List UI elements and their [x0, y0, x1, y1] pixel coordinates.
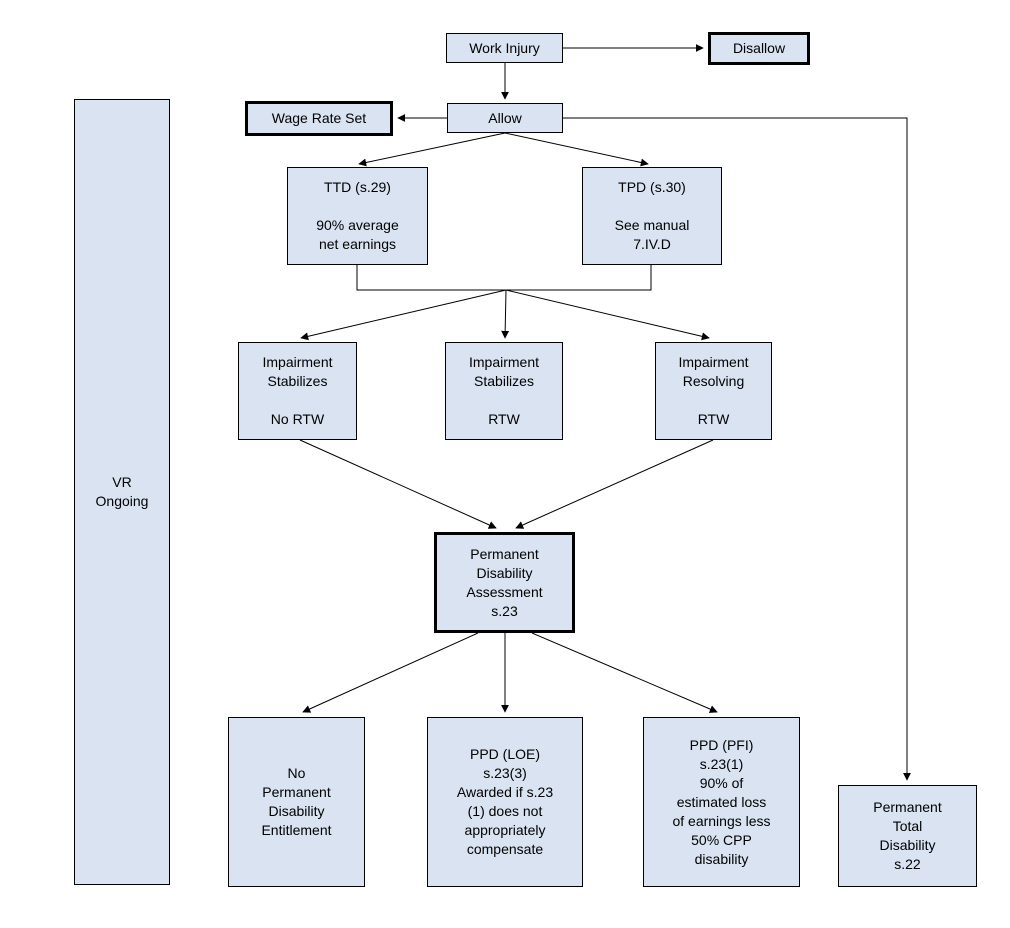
node-allow-label: Allow	[488, 109, 522, 126]
node-impairment-resolving-rtw: Impairment Resolving RTW	[655, 342, 772, 440]
node-permanent-total-disability-label: Permanent Total Disability s.22	[873, 799, 942, 872]
node-disallow: Disallow	[708, 32, 810, 65]
node-impairment-stabilizes-no-rtw: Impairment Stabilizes No RTW	[238, 342, 357, 440]
connector-ttd-tpd-joiner	[356, 265, 652, 291]
node-impairment-resolving-rtw-label: Impairment Resolving RTW	[678, 354, 749, 427]
node-no-permanent-disability-entitlement-label: No Permanent Disability Entitlement	[261, 765, 332, 838]
connector-impairment3-pda	[515, 439, 714, 529]
node-work-injury-label: Work Injury	[469, 39, 540, 56]
node-no-permanent-disability-entitlement: No Permanent Disability Entitlement	[228, 717, 365, 887]
node-permanent-disability-assessment: Permanent Disability Assessment s.23	[434, 532, 575, 633]
node-work-injury: Work Injury	[446, 33, 563, 63]
node-ppd-pfi-label: PPD (PFI) s.23(1) 90% of estimated loss …	[672, 736, 771, 867]
connector-allow-permanenttotaldisability	[563, 117, 911, 781]
node-vr-ongoing-label: VR Ongoing	[95, 474, 149, 509]
node-wage-rate-set-label: Wage Rate Set	[271, 110, 367, 126]
connector-joiner-impairment2	[501, 289, 510, 339]
node-ppd-loe-label: PPD (LOE) s.23(3) Awarded if s.23 (1) do…	[456, 746, 554, 857]
node-ttd-label: TTD (s.29) 90% average net earnings	[316, 179, 399, 252]
node-permanent-total-disability: Permanent Total Disability s.22	[838, 785, 977, 887]
node-disallow-label: Disallow	[732, 40, 786, 56]
node-tpd-label: TPD (s.30) See manual 7.IV.D	[614, 179, 690, 252]
node-allow: Allow	[447, 103, 563, 133]
connector-joiner-impairment1	[300, 289, 507, 341]
node-impairment-stabilizes-rtw: Impairment Stabilizes RTW	[445, 342, 563, 440]
connector-impairment1-pda	[299, 439, 497, 529]
node-permanent-disability-assessment-label: Permanent Disability Assessment s.23	[466, 545, 543, 619]
node-ppd-pfi: PPD (PFI) s.23(1) 90% of estimated loss …	[643, 717, 800, 887]
connector-allow-ttd	[358, 132, 506, 167]
node-ppd-loe: PPD (LOE) s.23(3) Awarded if s.23 (1) do…	[427, 717, 583, 887]
connector-joiner-impairment3	[505, 289, 710, 341]
node-ttd: TTD (s.29) 90% average net earnings	[287, 167, 428, 265]
node-wage-rate-set: Wage Rate Set	[245, 101, 393, 136]
node-impairment-stabilizes-rtw-label: Impairment Stabilizes RTW	[468, 354, 540, 427]
connector-allow-tpd	[504, 132, 649, 167]
node-vr-ongoing: VR Ongoing	[74, 99, 170, 885]
connector-pda-nopermanent	[302, 632, 479, 713]
node-impairment-stabilizes-no-rtw-label: Impairment Stabilizes No RTW	[262, 354, 333, 427]
node-tpd: TPD (s.30) See manual 7.IV.D	[582, 167, 722, 265]
connector-pda-ppdpfi	[531, 632, 718, 713]
